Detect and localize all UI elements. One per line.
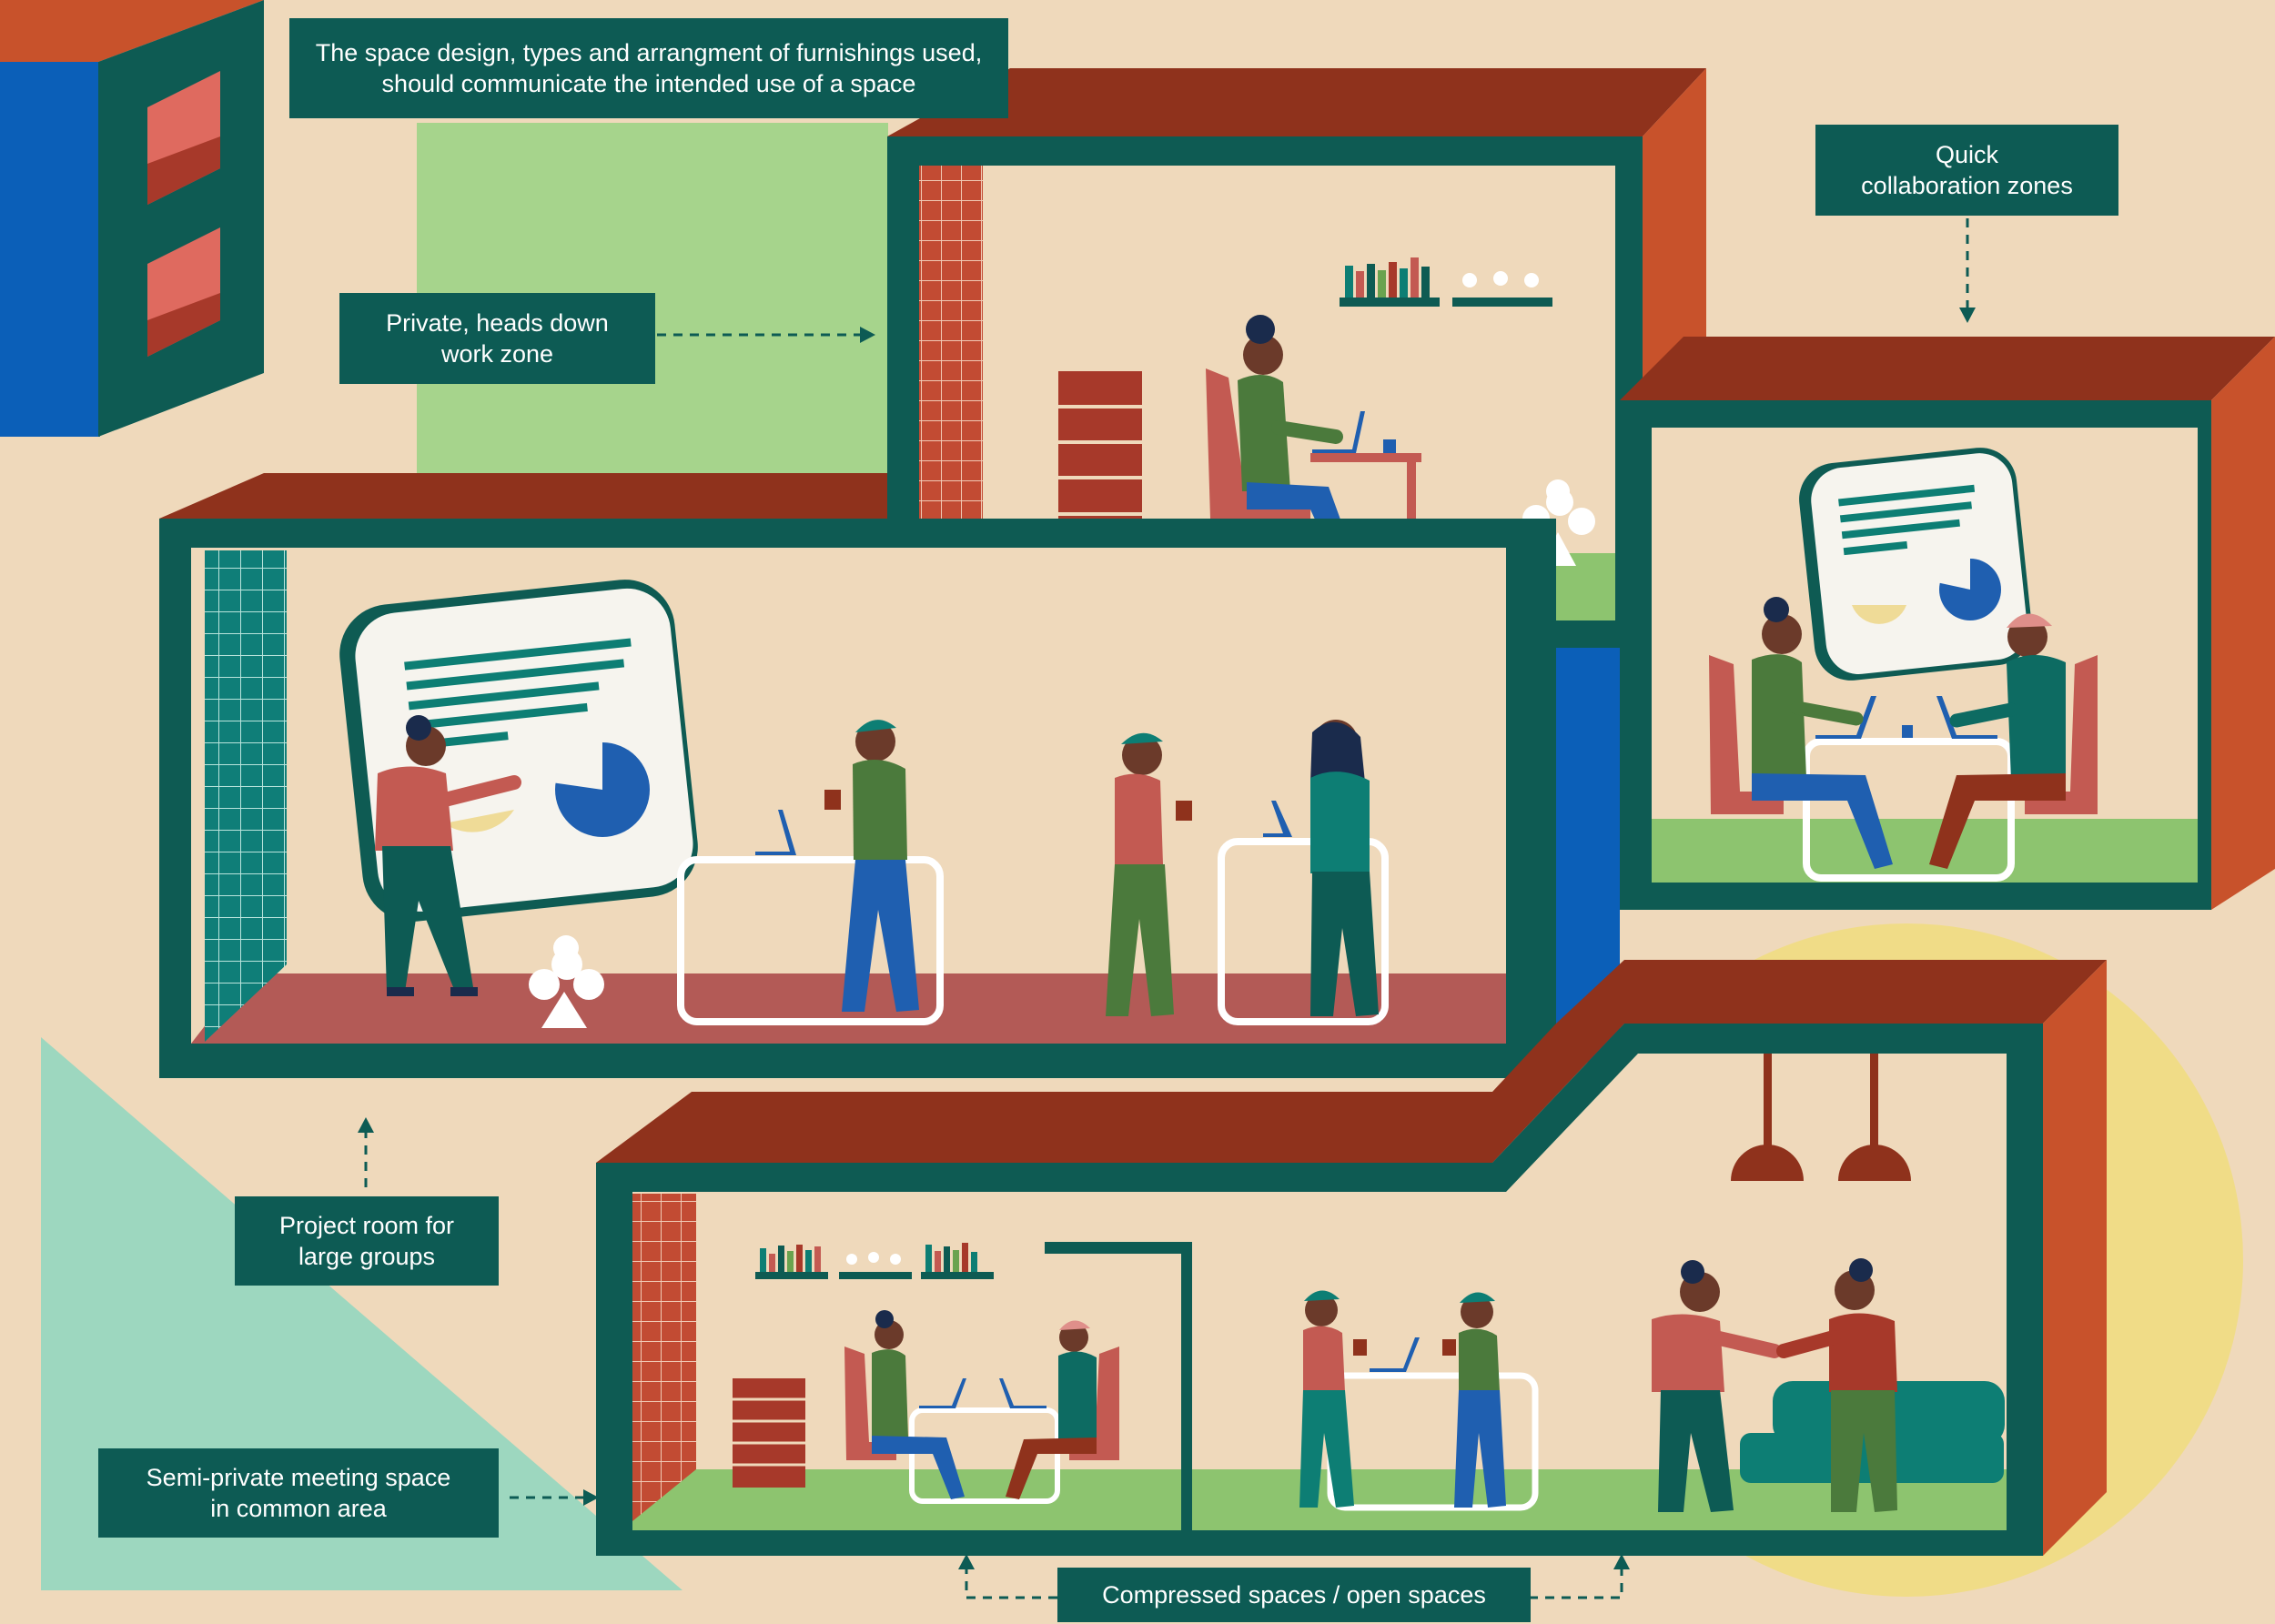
coffee-cup-icon	[1176, 801, 1192, 821]
laptop-icon	[919, 1378, 966, 1408]
arrows	[364, 218, 1969, 1599]
bookshelf-icon	[1340, 257, 1552, 307]
arrow-compressed-left	[965, 1563, 1057, 1599]
coffee-cup-icon	[1383, 439, 1396, 453]
chair-icon	[844, 1347, 1119, 1460]
label-semi-private: Semi-private meeting space in common are…	[98, 1448, 499, 1538]
person-standing-c	[1310, 720, 1379, 1016]
coffee-cup-icon	[1902, 725, 1913, 738]
table-icon	[677, 856, 944, 1025]
plant-icon	[529, 935, 604, 1028]
label-private-zone: Private, heads down work zone	[339, 293, 655, 384]
person-handshake-a	[1652, 1260, 1782, 1512]
pendant-lamp-icon	[1731, 1054, 1911, 1181]
laptop-icon	[1370, 1337, 1420, 1372]
person-meeting-b	[1006, 1320, 1097, 1499]
cabinet-icon	[733, 1378, 805, 1488]
person-meeting-a	[872, 1310, 965, 1499]
laptop-icon	[999, 1378, 1046, 1408]
table-icon	[1803, 738, 2015, 882]
coffee-cup-icon	[824, 790, 841, 810]
collaboration-room	[1620, 337, 2275, 910]
person-bottom-b	[1442, 1292, 1506, 1508]
project-room	[159, 473, 1620, 1078]
bottom-room	[596, 960, 2107, 1556]
arrow-compressed-right	[1529, 1563, 1623, 1599]
person-coffee-a	[824, 720, 919, 1012]
person-bottom-a	[1299, 1290, 1367, 1508]
person-left	[1752, 597, 1893, 869]
laptop-icon	[755, 810, 796, 855]
laptop-icon	[1312, 411, 1365, 453]
presentation-screen-icon	[1799, 448, 2032, 681]
person-right	[1929, 613, 2066, 869]
label-space-design: The space design, types and arrangment o…	[289, 18, 1008, 118]
label-project-room: Project room for large groups	[235, 1196, 499, 1286]
coffee-cup-icon	[1442, 1339, 1456, 1356]
table-icon	[909, 1407, 1060, 1504]
coffee-cup-icon	[1353, 1339, 1367, 1356]
window-block	[0, 0, 264, 437]
person-handshake-b	[1776, 1258, 1897, 1512]
table-icon	[1310, 453, 1421, 573]
label-compressed: Compressed spaces / open spaces	[1057, 1568, 1531, 1622]
arrowheads	[358, 308, 1976, 1569]
laptop-icon	[1263, 801, 1292, 837]
laptop-icon	[1936, 696, 1997, 739]
laptop-icon	[1815, 696, 1876, 739]
chair-icon	[1709, 655, 2098, 814]
person-presenting	[375, 715, 521, 996]
bookshelf-icon	[755, 1243, 994, 1279]
table-icon	[1218, 838, 1389, 1025]
pie-chart-icon	[1936, 555, 2001, 620]
person-coffee-b	[1106, 732, 1192, 1016]
label-quick-collab: Quick collaboration zones	[1815, 125, 2118, 216]
pie-chart-icon	[551, 738, 650, 837]
